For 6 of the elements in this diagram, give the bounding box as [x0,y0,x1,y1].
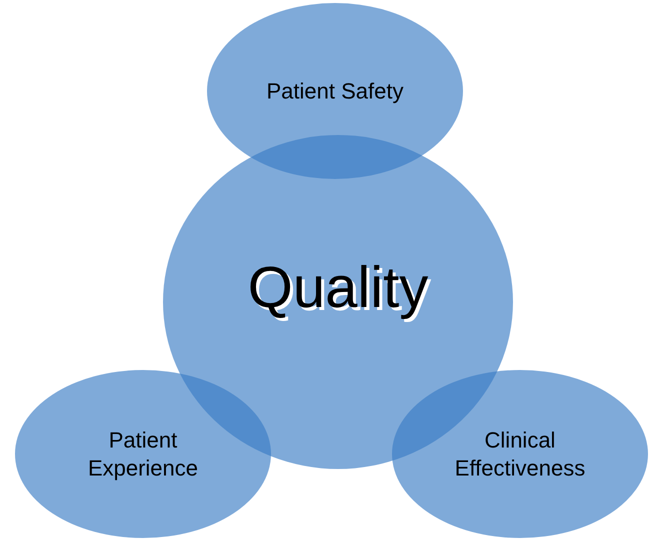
node-label: Patient Safety [266,77,404,105]
node-label: Patient Experience [86,426,200,482]
oval-shape [15,370,271,538]
node-label: Clinical Effectiveness [454,426,586,482]
center-heading: Quality [248,254,428,322]
oval-shape [392,370,648,538]
